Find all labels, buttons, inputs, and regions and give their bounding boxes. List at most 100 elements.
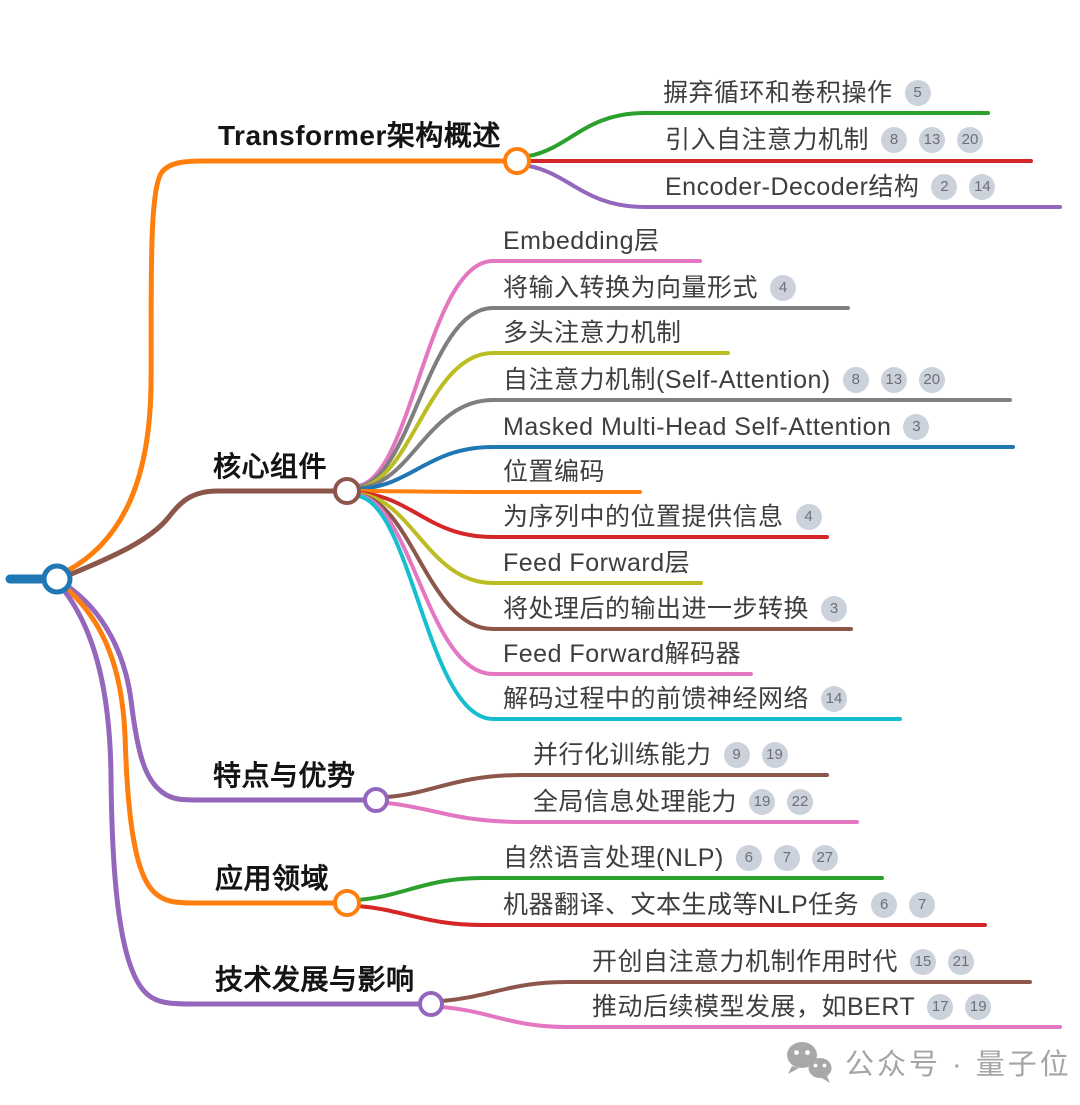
count-badge[interactable]: 5 (904, 80, 931, 106)
node-text: 将输入转换为向量形式 (503, 274, 759, 302)
count-badge[interactable]: 2 (931, 174, 958, 200)
count-badge[interactable]: 20 (957, 127, 984, 153)
mindmap-node[interactable]: 解码过程中的前馈神经网络 14 (503, 682, 848, 716)
mindmap-node[interactable]: 为序列中的位置提供信息 4 (503, 500, 822, 534)
child-line (440, 980, 1032, 1003)
count-badge[interactable]: 19 (749, 789, 776, 815)
mindmap-node[interactable]: 引入自注意力机制 8 13 20 (665, 123, 984, 157)
count-badge[interactable]: 13 (880, 367, 907, 393)
mindmap-node[interactable]: Encoder-Decoder结构 2 14 (665, 170, 996, 204)
branch-line-impact (60, 586, 422, 1007)
count-badge[interactable]: 27 (811, 845, 838, 871)
child-line (357, 489, 642, 494)
node-text: 全局信息处理能力 (533, 788, 738, 816)
count-badge[interactable]: 22 (787, 789, 814, 815)
child-line (385, 773, 829, 799)
node-text: 自然语言处理(NLP) (503, 844, 724, 872)
count-badge[interactable]: 21 (948, 949, 975, 975)
node-text: Feed Forward解码器 (503, 640, 742, 668)
junction-circle-core[interactable] (333, 477, 361, 505)
child-line (357, 398, 1012, 490)
mindmap-node[interactable]: 摒弃循环和卷积操作 5 (663, 76, 931, 110)
mindmap-node[interactable]: 机器翻译、文本生成等NLP任务 6 7 (503, 888, 936, 922)
child-line (385, 801, 859, 824)
mindmap-node[interactable]: 并行化训练能力 9 19 (533, 738, 788, 772)
node-text: 将处理后的输出进一步转换 (503, 595, 810, 623)
child-line (357, 445, 1015, 491)
child-line (527, 164, 1062, 209)
count-badge[interactable]: 3 (903, 414, 930, 440)
count-badge[interactable]: 19 (761, 742, 788, 768)
node-text: Embedding层 (503, 227, 660, 255)
branch-label-impact[interactable]: 技术发展与影响 (215, 964, 415, 995)
node-text: 摒弃循环和卷积操作 (663, 79, 893, 107)
child-line (356, 351, 730, 490)
mindmap-node[interactable]: Feed Forward层 (503, 546, 690, 580)
node-text: 位置编码 (503, 458, 606, 486)
child-line (356, 494, 902, 721)
mindmap-node[interactable]: 将输入转换为向量形式 4 (503, 271, 797, 305)
mindmap-node[interactable]: 将处理后的输出进一步转换 3 (503, 592, 848, 626)
count-badge[interactable]: 7 (909, 892, 936, 918)
junction-circle-impact[interactable] (418, 991, 444, 1017)
child-line (356, 876, 884, 902)
junction-circle-transformer[interactable] (503, 147, 531, 175)
branch-label-features[interactable]: 特点与优势 (213, 760, 356, 791)
child-line (527, 111, 990, 158)
node-text: 开创自注意力机制作用时代 (592, 948, 899, 976)
count-badge[interactable]: 4 (795, 504, 822, 530)
junction-circle-applications[interactable] (333, 889, 361, 917)
child-line (440, 1005, 1062, 1029)
count-badge[interactable]: 15 (910, 949, 937, 975)
wechat-icon (787, 1042, 832, 1083)
child-line (356, 493, 753, 676)
node-text: 多头注意力机制 (503, 319, 682, 347)
node-text: 为序列中的位置提供信息 (503, 503, 784, 531)
branch-label-core[interactable]: 核心组件 (213, 451, 328, 482)
node-text: 引入自注意力机制 (665, 126, 870, 154)
branch-label-applications[interactable]: 应用领域 (215, 863, 330, 894)
mindmap-node[interactable]: 多头注意力机制 (503, 316, 682, 350)
count-badge[interactable]: 6 (871, 892, 898, 918)
root-node-circle[interactable] (41, 563, 73, 595)
count-badge[interactable]: 14 (969, 174, 996, 200)
count-badge[interactable]: 6 (735, 845, 762, 871)
count-badge[interactable]: 8 (881, 127, 908, 153)
child-line (356, 259, 702, 488)
mindmap-node[interactable]: Feed Forward解码器 (503, 637, 741, 671)
count-badge[interactable]: 9 (723, 742, 750, 768)
junction-circle-features[interactable] (363, 787, 389, 813)
child-line (357, 491, 829, 539)
watermark-text: 公众号 · 量子位 (845, 1049, 1072, 1081)
node-text: 推动后续模型发展，如BERT (592, 993, 916, 1021)
mindmap-node[interactable]: Masked Multi-Head Self-Attention 3 (503, 410, 930, 444)
child-line (356, 493, 853, 631)
branch-line-applications (62, 584, 338, 906)
mindmap-node[interactable]: 推动后续模型发展，如BERT 17 19 (592, 990, 992, 1024)
count-badge[interactable]: 19 (965, 994, 992, 1020)
count-badge[interactable]: 4 (770, 275, 797, 301)
child-line (356, 306, 850, 489)
child-line (357, 492, 703, 585)
mindmap-node[interactable]: 自然语言处理(NLP) 6 7 27 (503, 841, 838, 875)
count-badge[interactable]: 20 (918, 367, 945, 393)
node-text: Feed Forward层 (503, 549, 691, 577)
node-text: 机器翻译、文本生成等NLP任务 (503, 891, 860, 919)
mindmap-node[interactable]: Embedding层 (503, 224, 659, 258)
count-badge[interactable]: 8 (842, 367, 869, 393)
mindmap-node[interactable]: 位置编码 (503, 455, 605, 489)
node-text: Masked Multi-Head Self-Attention (503, 413, 892, 441)
mindmap-node[interactable]: 自注意力机制(Self-Attention) 8 13 20 (503, 363, 945, 397)
node-text: 自注意力机制(Self-Attention) (503, 366, 831, 394)
count-badge[interactable]: 17 (927, 994, 954, 1020)
count-badge[interactable]: 14 (821, 686, 848, 712)
count-badge[interactable]: 3 (821, 596, 848, 622)
mindmap-node[interactable]: 全局信息处理能力 19 22 (533, 785, 814, 819)
count-badge[interactable]: 7 (773, 845, 800, 871)
branch-label-transformer[interactable]: Transformer架构概述 (218, 120, 501, 151)
mindmap-node[interactable]: 开创自注意力机制作用时代 15 21 (592, 945, 975, 979)
count-badge[interactable]: 13 (919, 127, 946, 153)
node-text: 解码过程中的前馈神经网络 (503, 685, 810, 713)
